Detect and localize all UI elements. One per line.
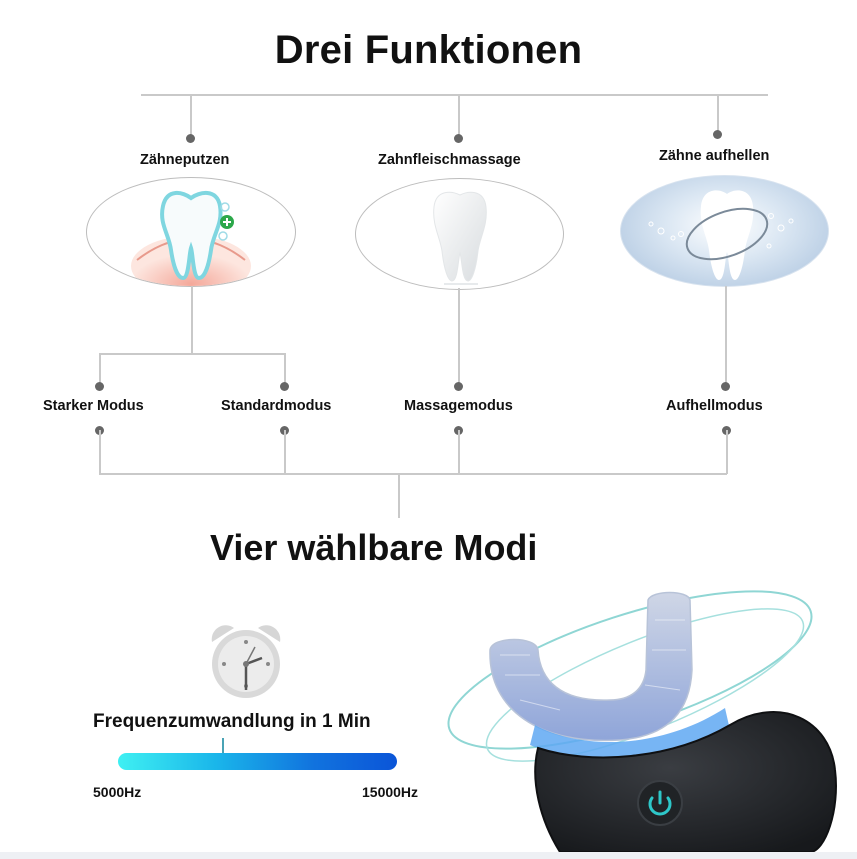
function-label-brushing: Zähneputzen — [140, 152, 230, 168]
connector — [99, 353, 285, 355]
connector — [725, 286, 727, 384]
frequency-min-label: 5000Hz — [93, 784, 142, 800]
power-icon — [648, 790, 672, 816]
mode-label-strong: Starker Modus — [43, 398, 144, 414]
mode-label-whitening: Aufhellmodus — [666, 398, 763, 414]
node-dot — [721, 382, 730, 391]
bottom-horizontal-connector — [99, 473, 727, 475]
connector — [398, 474, 400, 518]
function-image-whitening — [620, 175, 829, 287]
connector — [284, 353, 286, 383]
frequency-max-label: 15000Hz — [362, 784, 419, 800]
node-dot — [454, 134, 463, 143]
modes-section-title: Vier wählbare Modi — [210, 527, 538, 568]
node-dot — [280, 382, 289, 391]
connector — [191, 286, 193, 354]
connector — [190, 95, 192, 138]
frequency-gradient-bar — [118, 753, 397, 770]
node-dot — [713, 130, 722, 139]
function-image-brushing — [86, 177, 296, 287]
mode-label-standard: Standardmodus — [221, 398, 332, 414]
mode-label-massage: Massagemodus — [404, 398, 513, 414]
function-image-massage — [355, 178, 564, 290]
connector — [458, 430, 460, 474]
connector — [458, 288, 460, 384]
function-label-whitening: Zähne aufhellen — [659, 148, 770, 164]
connector — [717, 95, 719, 138]
connector — [726, 430, 728, 474]
node-dot — [454, 382, 463, 391]
tooth-whitening-icon — [648, 190, 794, 280]
tooth-white-icon — [433, 191, 487, 285]
bottom-strip — [0, 852, 857, 859]
alarm-clock-icon — [206, 620, 286, 700]
function-label-massage: Zahnfleischmassage — [378, 152, 521, 168]
node-dot — [95, 382, 104, 391]
connector — [458, 95, 460, 138]
tooth-clean-icon — [131, 191, 251, 286]
product-image — [430, 560, 857, 853]
node-dot — [186, 134, 195, 143]
page-title: Drei Funktionen — [274, 28, 583, 72]
frequency-label: Frequenzumwandlung in 1 Min — [93, 711, 371, 732]
top-horizontal-connector — [141, 94, 768, 96]
connector — [284, 430, 286, 474]
frequency-marker — [222, 738, 224, 754]
u-shaped-toothbrush-icon — [447, 590, 837, 853]
connector — [99, 353, 101, 383]
connector — [99, 430, 101, 474]
